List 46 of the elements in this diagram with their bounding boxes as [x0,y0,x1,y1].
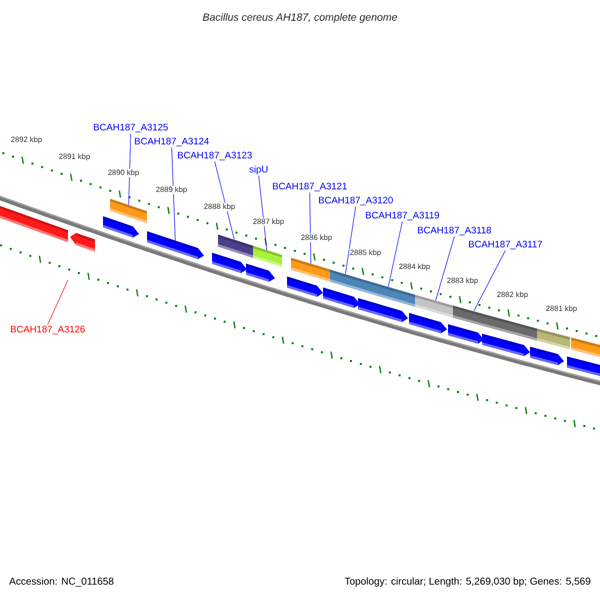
leader-line [309,192,312,264]
category-bar [253,246,282,267]
leader-line [258,175,268,250]
leader-line [388,221,403,288]
category-bar [571,338,600,357]
gene-label: BCAH187_A3118 [418,226,492,236]
gene-feature [70,233,95,252]
gene-feature [0,206,68,242]
gene-label: BCAH187_A3117 [469,240,542,250]
category-bar [218,234,254,258]
gene-feature [567,356,600,376]
gene-feature [246,264,275,282]
gene-label: BCAH187_A3121 [272,182,347,192]
category-bar [359,278,415,307]
gene-feature [287,276,323,297]
leader-line [171,147,176,241]
gene-feature [212,252,247,273]
genome-summary: Topology: circular; Length: 5,269,030 bp; Genes: 5,569 [344,577,590,587]
gene-feature [482,334,530,356]
gene-label: BCAH187_A3119 [366,212,440,220]
gene-feature [409,313,447,334]
category-bar [453,306,489,328]
category-bar [110,198,147,224]
leader-line [47,280,68,325]
gene-feature [530,346,564,366]
category-bar [537,328,570,350]
gene-feature [147,231,204,260]
leader-line [128,133,131,206]
gene-feature [448,324,484,344]
category-bar [489,316,537,341]
gene-label: sipU [249,166,268,174]
leader-line [474,250,506,312]
gene-feature [103,216,139,238]
gene-label: BCAH187_A3120 [318,196,393,206]
category-bar [330,270,359,290]
leader-line [214,161,235,240]
gene-label: BCAH187_A3126 [10,326,85,334]
category-bar [291,258,331,282]
gene-label: BCAH187_A3125 [94,124,168,132]
title: Bacillus cereus AH187, complete genome [202,13,398,23]
accession-text: Accession: NC_011658 [9,577,114,587]
gene-label: BCAH187_A3123 [178,152,252,160]
category-bar [415,294,453,318]
gene-feature [323,288,360,308]
gene-label: BCAH187_A3124 [134,138,209,146]
leader-line [345,206,356,274]
